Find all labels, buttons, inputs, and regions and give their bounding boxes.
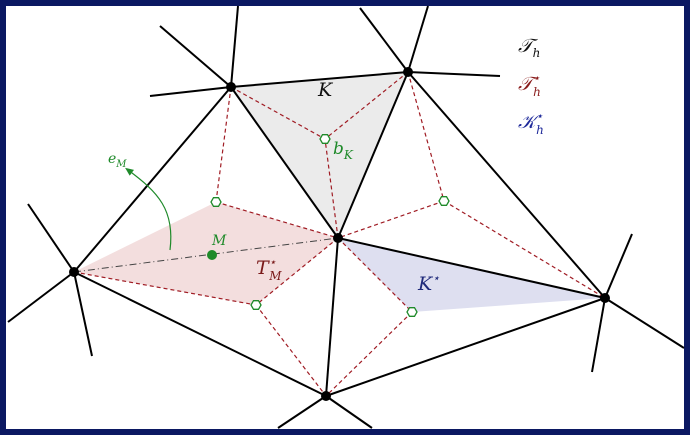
label-eM: eM [108,151,127,170]
dual-node-markers [210,134,450,317]
hex-lower-right [406,307,418,317]
hex-lower-left [250,300,262,310]
label-bK: bK [333,139,354,162]
hex-left [210,197,222,207]
arrow-eM [125,167,172,251]
dual-cell-Kstar-shade [338,238,605,312]
legend-Kh-star: 𝒦⋆h [518,109,544,137]
dual-mesh [73,71,606,397]
label-K: K [317,79,334,101]
label-TM: T⋆M [256,255,282,283]
legend-Th: 𝒯h [518,35,540,60]
edge-dashdot [73,237,339,273]
legend-Th-star: 𝒯⋆h [518,71,541,99]
label-M: M [211,233,227,249]
legend: 𝒯h 𝒯⋆h 𝒦⋆h [518,35,544,137]
primal-vertices [69,67,610,401]
hex-bK [319,134,331,144]
point-M [207,250,217,260]
label-Kstar: K⋆ [417,271,440,295]
dual-cell-TM-shade [74,202,338,305]
triangle-K-shade [231,72,408,238]
hex-right [438,196,450,206]
primal-mesh [7,5,685,429]
